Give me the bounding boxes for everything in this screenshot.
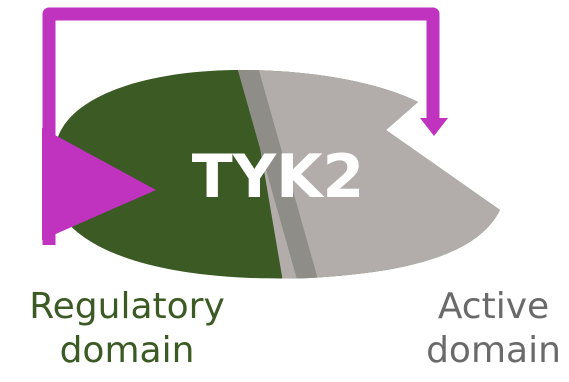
regulatory-label-line2: domain <box>59 330 195 371</box>
regulatory-domain-label: Regulatory domain <box>12 285 242 373</box>
arrow-head-icon <box>420 118 448 136</box>
active-domain-label: Active domain <box>418 285 569 373</box>
protein-name: TYK2 <box>192 142 365 212</box>
feedback-arrow-line <box>42 7 440 245</box>
hinge-band <box>235 70 321 279</box>
regulatory-wedge <box>42 128 156 240</box>
active-label-line1: Active <box>437 286 550 327</box>
active-label-line2: domain <box>426 330 561 371</box>
regulatory-label-line1: Regulatory <box>29 286 225 327</box>
